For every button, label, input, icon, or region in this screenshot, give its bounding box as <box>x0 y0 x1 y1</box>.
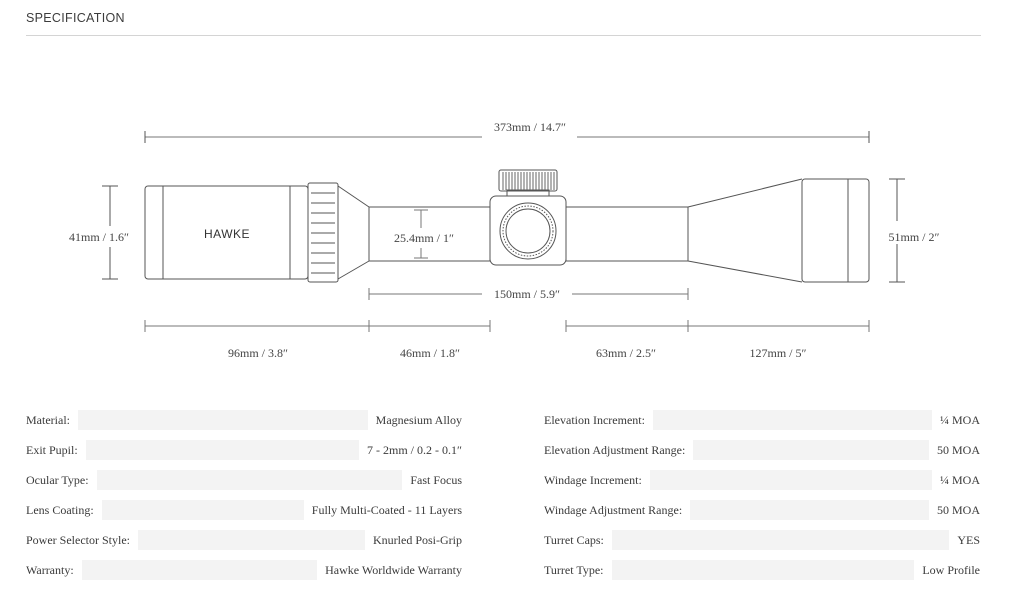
spec-label: Elevation Adjustment Range: <box>544 442 686 457</box>
spec-row: Elevation Increment: ¼ MOA <box>544 409 980 431</box>
elevation-turret-cap <box>498 169 558 192</box>
spec-row: Windage Adjustment Range: 50 MOA <box>544 499 980 521</box>
tube-diameter-label: 25.4mm / 1″ <box>394 231 454 245</box>
spec-filler <box>96 470 403 490</box>
objective-diameter-line <box>889 178 905 283</box>
segment-front-tube-label: 46mm / 1.8″ <box>400 346 460 360</box>
spec-filler <box>85 440 359 460</box>
spec-value: YES <box>957 532 980 547</box>
objective-taper <box>687 178 803 283</box>
power-ring-knurling <box>311 192 335 274</box>
spec-label: Turret Type: <box>544 562 604 577</box>
spec-value: Knurled Posi-Grip <box>373 532 462 547</box>
spec-label: Lens Coating: <box>26 502 94 517</box>
segment-objective-label: 127mm / 5″ <box>750 346 807 360</box>
power-ring <box>307 182 339 283</box>
spec-label: Material: <box>26 412 70 427</box>
eyepiece-taper <box>337 185 370 280</box>
spec-label: Power Selector Style: <box>26 532 130 547</box>
spec-filler <box>137 530 365 550</box>
spec-label: Ocular Type: <box>26 472 89 487</box>
windage-turret-knurl <box>502 205 554 257</box>
brand-logo: HAWKE <box>204 227 250 241</box>
spec-label: Turret Caps: <box>544 532 604 547</box>
spec-row: Turret Caps: YES <box>544 529 980 551</box>
spec-filler <box>77 410 368 430</box>
spec-value: ¼ MOA <box>939 472 980 487</box>
spec-label: Warranty: <box>26 562 74 577</box>
spec-row: Power Selector Style: Knurled Posi-Grip <box>26 529 462 551</box>
spec-row: Lens Coating: Fully Multi-Coated - 11 La… <box>26 499 462 521</box>
rear-tube <box>565 206 689 262</box>
segment-rear-tube-label: 63mm / 2.5″ <box>596 346 656 360</box>
segment-lines <box>144 320 870 332</box>
spec-table-left: Material: Magnesium Alloy Exit Pupil: 7 … <box>26 409 462 589</box>
spec-filler <box>649 470 932 490</box>
tube-diameter-marker <box>414 209 428 259</box>
scope-diagram: HAWKE 373mm / 14.7″ 41mm / 1.6″ 25.4mm /… <box>69 120 940 360</box>
overall-length-line <box>144 131 870 143</box>
spec-row: Exit Pupil: 7 - 2mm / 0.2 - 0.1″ <box>26 439 462 461</box>
mounting-length-line <box>368 288 689 300</box>
spec-value: 7 - 2mm / 0.2 - 0.1″ <box>367 442 462 457</box>
spec-row: Elevation Adjustment Range: 50 MOA <box>544 439 980 461</box>
spec-filler <box>81 560 318 580</box>
spec-value: ¼ MOA <box>939 412 980 427</box>
windage-turret-outer <box>499 202 557 260</box>
spec-filler <box>611 530 950 550</box>
spec-row: Windage Increment: ¼ MOA <box>544 469 980 491</box>
mounting-length-label: 150mm / 5.9″ <box>494 287 560 301</box>
spec-row: Material: Magnesium Alloy <box>26 409 462 431</box>
spec-label: Elevation Increment: <box>544 412 645 427</box>
spec-value: Fully Multi-Coated - 11 Layers <box>311 502 462 517</box>
title-divider <box>26 35 981 36</box>
objective-diameter-label: 51mm / 2″ <box>889 230 940 244</box>
spec-row: Ocular Type: Fast Focus <box>26 469 462 491</box>
elevation-turret-base <box>506 189 550 197</box>
ocular-diameter-line <box>102 185 118 280</box>
spec-row: Warranty: Hawke Worldwide Warranty <box>26 559 462 581</box>
spec-label: Windage Adjustment Range: <box>544 502 683 517</box>
overall-length-label: 373mm / 14.7″ <box>494 120 566 134</box>
section-title: SPECIFICATION <box>26 11 125 25</box>
spec-filler <box>652 410 932 430</box>
spec-table-right: Elevation Increment: ¼ MOA Elevation Adj… <box>544 409 980 589</box>
spec-filler <box>693 440 929 460</box>
windage-turret-cap <box>505 208 551 254</box>
spec-filler <box>611 560 915 580</box>
ocular-diameter-label: 41mm / 1.6″ <box>69 230 129 244</box>
spec-value: Hawke Worldwide Warranty <box>325 562 462 577</box>
spec-label: Windage Increment: <box>544 472 642 487</box>
objective-bell <box>801 178 870 283</box>
spec-filler <box>101 500 304 520</box>
spec-label: Exit Pupil: <box>26 442 78 457</box>
spec-value: 50 MOA <box>936 442 980 457</box>
spec-value: Fast Focus <box>410 472 462 487</box>
spec-value: 50 MOA <box>936 502 980 517</box>
spec-value: Magnesium Alloy <box>375 412 462 427</box>
spec-row: Turret Type: Low Profile <box>544 559 980 581</box>
spec-value: Low Profile <box>922 562 980 577</box>
segment-ocular-label: 96mm / 3.8″ <box>228 346 288 360</box>
spec-filler <box>690 500 929 520</box>
elevation-turret-knurling <box>502 172 555 190</box>
